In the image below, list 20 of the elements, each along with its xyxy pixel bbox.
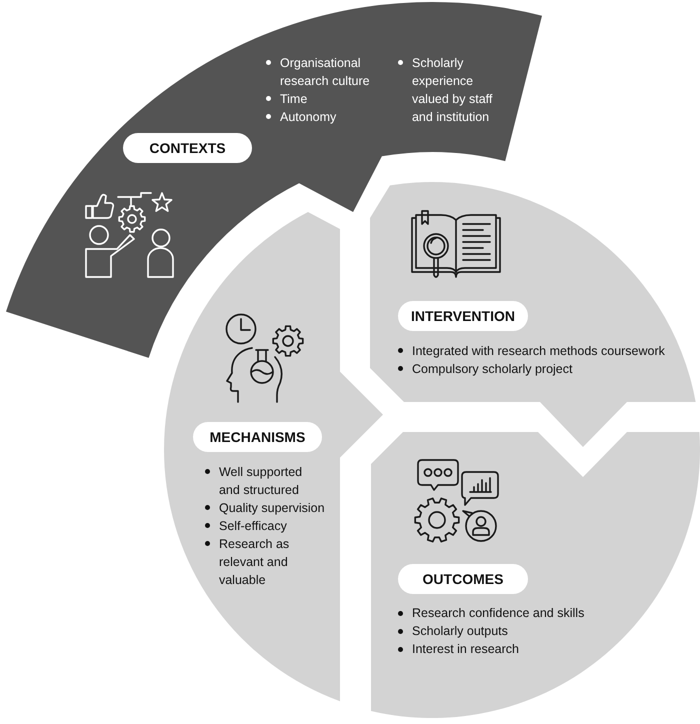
section-heading: OUTCOMES [398,564,528,594]
bullet-point: Autonomy [266,108,375,126]
bullet-point: Time [266,90,375,108]
bullet-point: Interest in research [398,640,680,658]
bullet-point: Self-efficacy [204,516,337,535]
bullet-point: Research as relevant and valuable [204,534,311,589]
bullet-point: Integrated with research methods coursework [398,342,680,360]
circle-sector [370,182,696,447]
bullet-point: Well supported and structured [204,462,311,499]
section-heading: MECHANISMS [192,422,322,452]
circle-sector [164,212,383,702]
circle-sector [371,432,700,718]
bullet-point: Compulsory scholarly project [398,360,680,378]
bullet-point: Quality supervision [204,498,337,517]
bullet-point: Organisational research culture [266,54,375,90]
bullet-point: Scholarly experience valued by staff and institution [398,54,500,126]
section-heading: INTERVENTION [398,300,528,331]
section-heading: CONTEXTS [122,132,252,163]
bullet-point: Scholarly outputs [398,622,680,640]
bullet-point: Research confidence and skills [398,604,680,622]
